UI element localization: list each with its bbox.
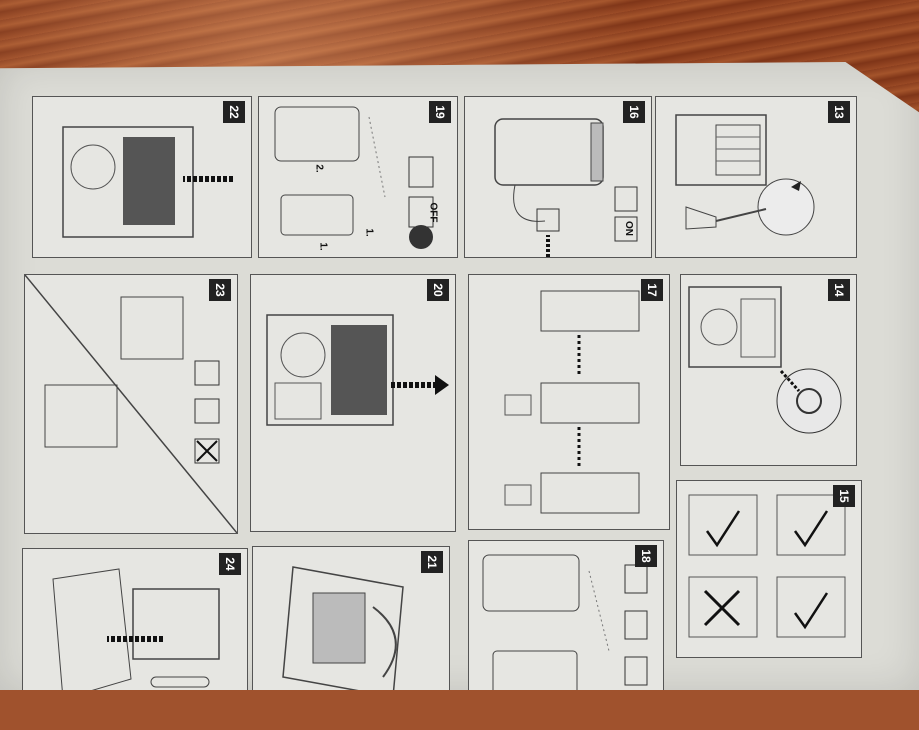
packing-illustration (52, 568, 220, 690)
step-14-panel: 14 (680, 274, 857, 466)
step-17-number: 17 (641, 279, 663, 301)
off-label: OFF (427, 202, 439, 223)
step-18-panel: 18 (468, 540, 664, 690)
step-21-number: 21 (421, 551, 443, 573)
plug-in-illustration (494, 118, 638, 257)
step-19-panel: 19 1. 2. 1. OFF (258, 96, 458, 258)
step-13-panel: 13 (655, 96, 857, 258)
filter-clean-illustration (282, 566, 404, 690)
step-21-panel: 21 (252, 546, 450, 690)
remote-power-on-illustration (482, 554, 648, 690)
step-19-marker-2: 2. (313, 164, 325, 173)
step-19-marker-3: 1. (317, 242, 329, 251)
on-label: ON (623, 221, 634, 236)
heater-tilt-illustration (675, 114, 815, 236)
step-24-number: 24 (219, 553, 241, 575)
step-14-number: 14 (828, 279, 850, 301)
filter-insert-illustration (62, 126, 233, 238)
remote-power-off-illustration (274, 106, 434, 249)
step-19-marker-1: 1. (363, 228, 375, 237)
step-15-number: 15 (833, 485, 855, 507)
step-19-number: 19 (429, 101, 451, 123)
step-22-number: 22 (223, 101, 245, 123)
no-cover-illustration (25, 275, 237, 533)
step-15-panel: 15 (676, 480, 862, 658)
step-20-panel: 20 (250, 274, 456, 532)
step-16-panel: 16 ON (464, 96, 652, 258)
manual-page: 13 14 15 (0, 62, 919, 690)
filter-remove-illustration (266, 314, 449, 426)
step-17-panel: 17 (468, 274, 670, 530)
step-23-number: 23 (209, 279, 231, 301)
knob-illustration (688, 286, 842, 434)
step-20-number: 20 (427, 279, 449, 301)
step-22-panel: 22 (32, 96, 252, 258)
step-24-panel: 24 (22, 548, 248, 690)
remote-battery-illustration (504, 290, 640, 514)
step-13-number: 13 (828, 101, 850, 123)
step-16-number: 16 (623, 101, 645, 123)
step-23-panel: 23 (24, 274, 238, 534)
placement-check-illustration (688, 494, 846, 638)
step-18-number: 18 (635, 545, 657, 567)
